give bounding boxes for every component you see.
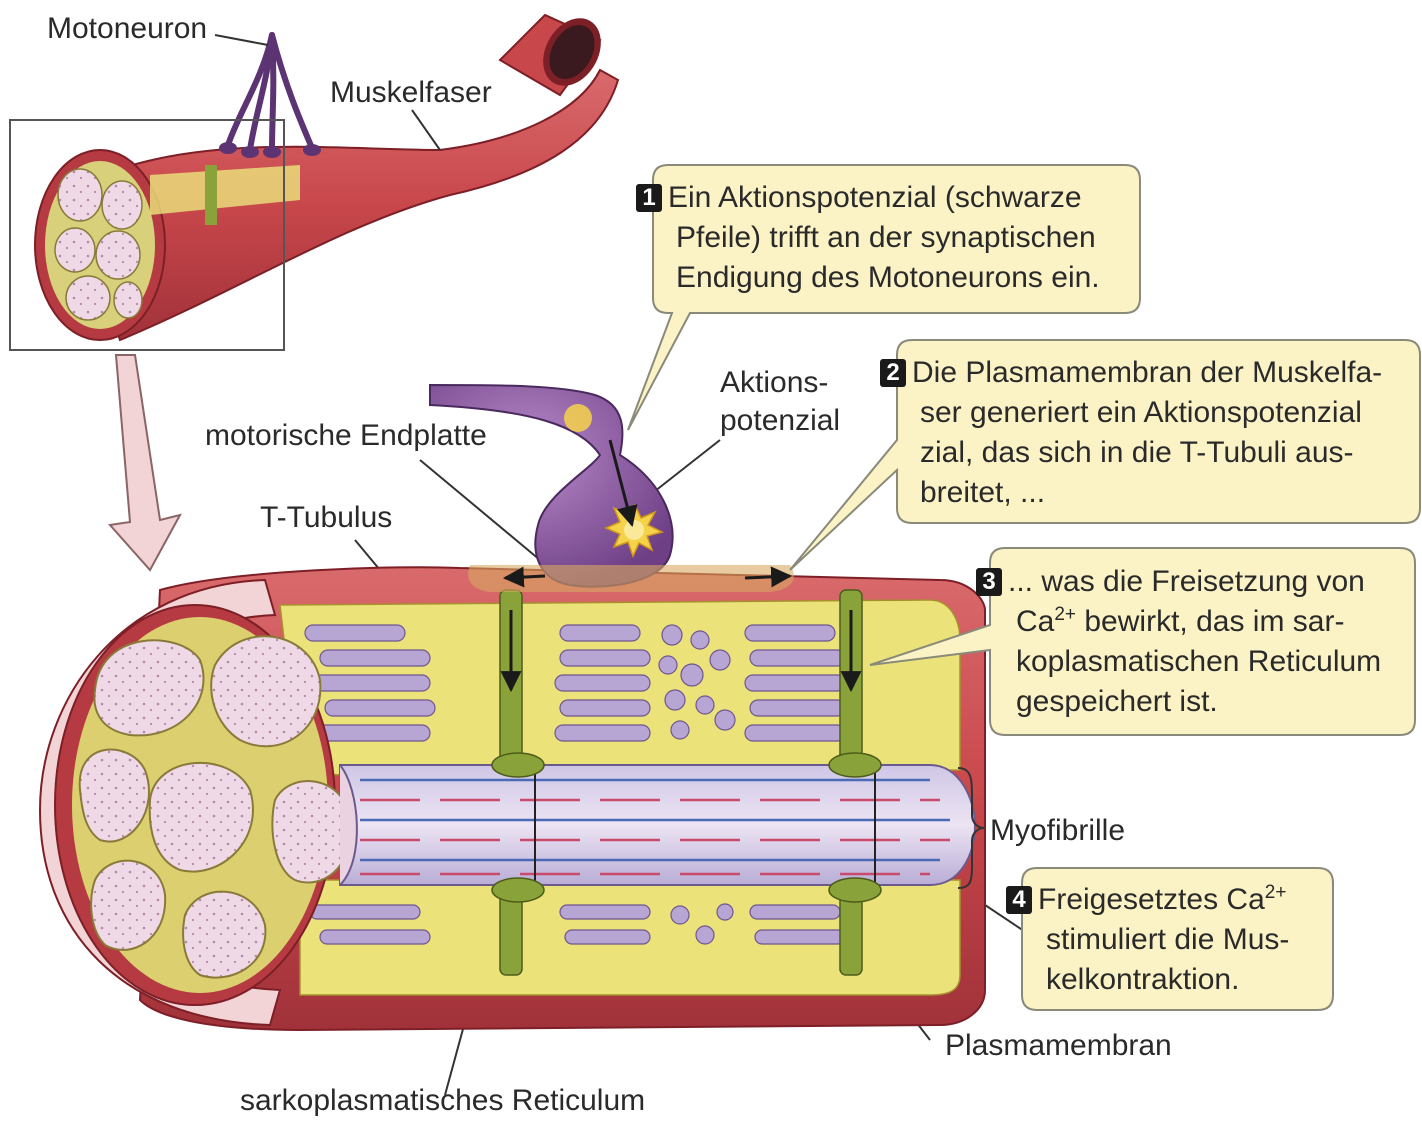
- step-2-line-1: Die Plasmamembran der Muskelfa-: [912, 356, 1382, 389]
- step-2-line-4: breitet, ...: [880, 473, 1382, 513]
- label-muskelfaser: Muskelfaser: [330, 76, 492, 109]
- step-4-line-3: kelkontraktion.: [1006, 960, 1289, 1000]
- muscle-fiber-overview: [35, 8, 618, 340]
- step-1-line-3: Endigung des Motoneurons ein.: [636, 258, 1100, 298]
- step-3-callout: 3... was die Freisetzung von Ca2+ bewirk…: [976, 562, 1381, 722]
- step-4-line-1: Freigesetztes: [1038, 883, 1218, 916]
- step-1-line-2: Pfeile) trifft an der synaptischen: [636, 218, 1100, 258]
- zoom-arrow: [110, 355, 180, 570]
- step-3-line-1: ... was die Freisetzung von: [1008, 565, 1365, 598]
- label-myofibrille: Myofibrille: [990, 814, 1125, 847]
- step-2-number: 2: [880, 359, 906, 387]
- step-3-ion: Ca: [1016, 605, 1054, 638]
- step-4-number: 4: [1006, 886, 1032, 914]
- step-3-line-4: gespeichert ist.: [976, 682, 1381, 722]
- step-2-line-3: zial, das sich in die T-Tubuli aus-: [880, 433, 1382, 473]
- step-3-line-2: bewirkt, das im sar-: [1084, 605, 1344, 638]
- step-3-number: 3: [976, 568, 1002, 596]
- step-4-line-2: stimuliert die Mus-: [1006, 920, 1289, 960]
- label-sarkoplasmatisches-reticulum: sarkoplasmatisches Reticulum: [240, 1084, 645, 1117]
- label-motorische-endplatte: motorische Endplatte: [205, 419, 487, 452]
- step-1-number: 1: [636, 184, 662, 212]
- step-3-charge: 2+: [1054, 604, 1076, 625]
- label-aktionspotenzial-1: Aktions-: [720, 366, 828, 399]
- label-motoneuron: Motoneuron: [47, 12, 207, 45]
- label-aktionspotenzial-2: potenzial: [720, 404, 840, 437]
- motoneuron-branches: [228, 35, 312, 150]
- muscle-fiber-detail: [40, 567, 985, 1030]
- step-1-line-1: Ein Aktionspotenzial (schwarze: [668, 181, 1082, 214]
- step-4-charge: 2+: [1265, 882, 1287, 903]
- step-2-line-2: ser generiert ein Aktionspotenzial: [880, 393, 1382, 433]
- label-plasmamembran: Plasmamembran: [945, 1029, 1172, 1062]
- step-3-line-3: koplasmatischen Reticulum: [976, 642, 1381, 682]
- myofibril: [340, 765, 975, 885]
- label-t-tubulus: T-Tubulus: [260, 501, 392, 534]
- step-4-ion: Ca: [1226, 883, 1264, 916]
